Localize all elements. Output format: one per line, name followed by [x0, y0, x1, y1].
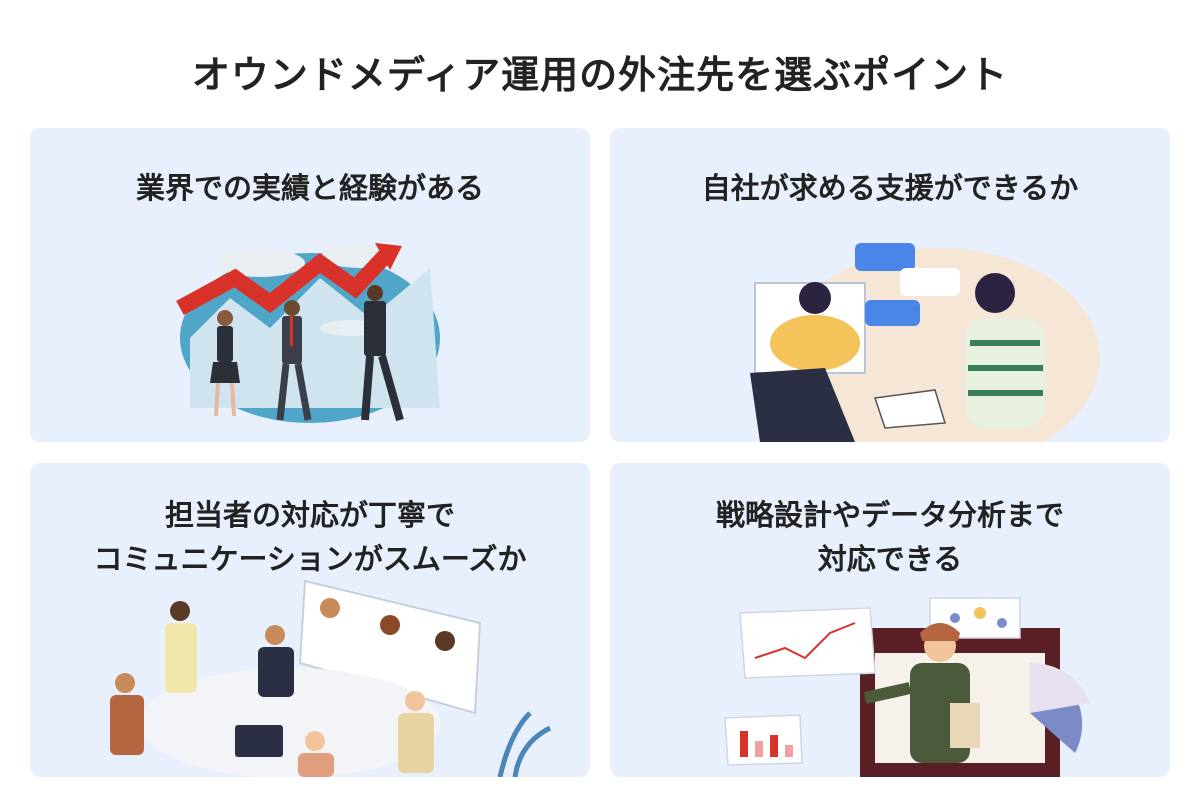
bar-chart-card — [724, 714, 803, 766]
meeting-person — [298, 731, 334, 777]
chat-bubble-icon — [865, 300, 920, 326]
chat-bubble-icon — [855, 243, 915, 271]
point-card-support-fit: 自社が求める支援ができるか — [610, 128, 1170, 442]
card-title: 戦略設計やデータ分析まで 対応できる — [610, 493, 1170, 581]
consultation-illustration — [750, 243, 1100, 442]
card-title: 自社が求める支援ができるか — [610, 166, 1170, 210]
team-meeting-illustration — [110, 579, 552, 777]
business-person — [210, 310, 240, 417]
mountain-shape — [190, 268, 440, 408]
card-title-line: コミュニケーションがスムーズか — [93, 542, 527, 576]
business-person — [276, 300, 312, 421]
trend-line-icon — [754, 622, 856, 660]
notebook-icon — [874, 389, 946, 429]
laptop-icon — [750, 368, 855, 442]
card-title-line: 担当者の対応が丁寧で — [164, 498, 455, 532]
meeting-person — [165, 601, 197, 693]
clipboard-icon — [950, 703, 980, 748]
meeting-table — [140, 668, 440, 777]
meeting-person — [398, 691, 434, 773]
business-person — [361, 285, 404, 422]
card-title-line: 戦略設計やデータ分析まで — [715, 498, 1064, 532]
woman-avatar — [799, 282, 831, 314]
point-card-track-record: 業界での実績と経験がある — [30, 128, 590, 442]
participant-avatar — [320, 598, 340, 618]
card-title-line: 対応できる — [817, 542, 963, 576]
card-title-line: 自社が求める支援ができるか — [701, 171, 1079, 205]
card-title-line: 業界での実績と経験がある — [135, 171, 484, 205]
meeting-person — [110, 673, 144, 755]
line-chart-card — [739, 607, 876, 679]
arrow-head-icon — [375, 243, 402, 270]
chat-bubble-icon — [900, 268, 960, 296]
presenter-arm — [863, 682, 912, 704]
team-lifting-arrow-illustration — [176, 243, 440, 423]
laptop-icon — [235, 725, 283, 757]
man-striped-shirt — [965, 318, 1045, 428]
point-card-communication: 担当者の対応が丁寧で コミュニケーションがスムーズか — [30, 463, 590, 777]
card-title: 担当者の対応が丁寧で コミュニケーションがスムーズか — [30, 493, 590, 581]
card-title: 業界での実績と経験がある — [30, 166, 590, 210]
participant-avatar — [380, 615, 400, 635]
page-title: オウンドメディア運用の外注先を選ぶポイント — [191, 53, 1009, 97]
participant-avatar — [435, 631, 455, 651]
plant-icon — [497, 711, 552, 777]
man-avatar — [975, 273, 1015, 313]
video-conference-screen — [298, 579, 482, 715]
point-card-strategy-analysis: 戦略設計やデータ分析まで 対応できる — [610, 463, 1170, 777]
meeting-person — [258, 625, 294, 697]
growth-arrow-line — [176, 250, 391, 316]
woman-body — [770, 315, 860, 371]
data-presentation-illustration — [724, 597, 1090, 777]
